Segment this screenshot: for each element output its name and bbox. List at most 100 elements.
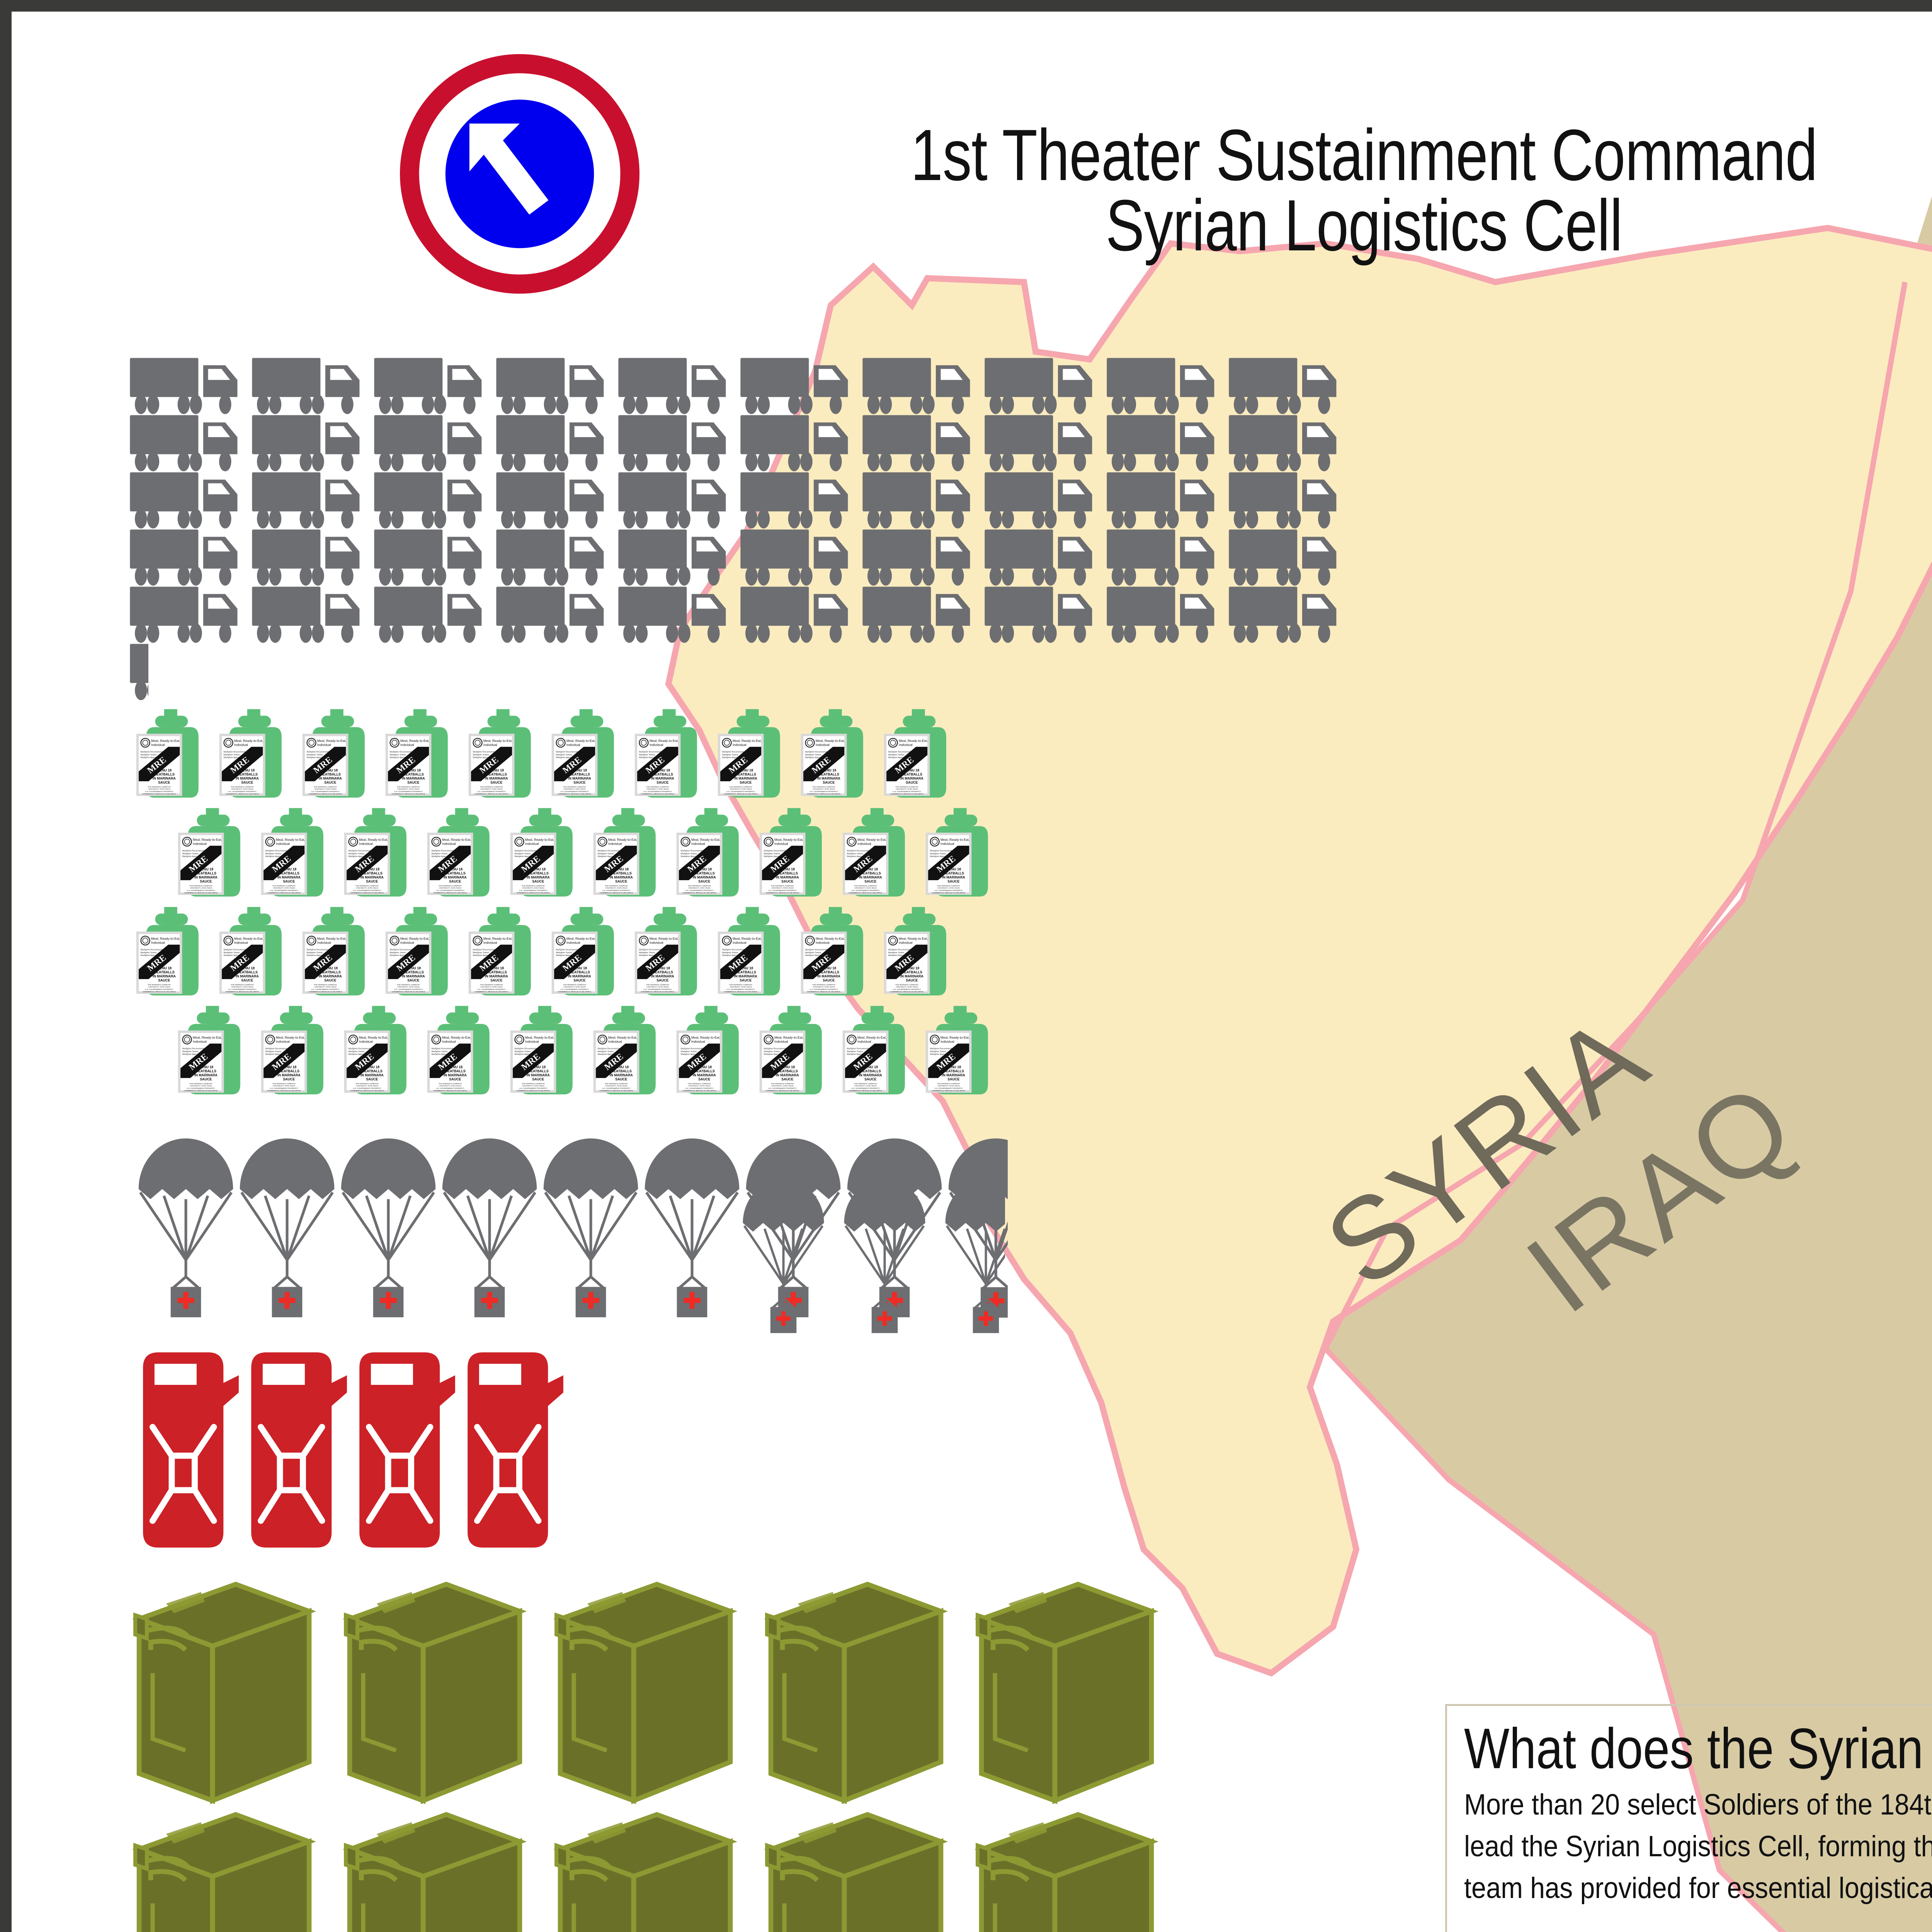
fuel-can-cell <box>243 1345 352 1561</box>
svg-text:SAUCE: SAUCE <box>158 978 170 982</box>
truck-icon <box>496 472 604 529</box>
svg-text:Warfighter Recommended,: Warfighter Recommended, <box>223 751 248 753</box>
svg-text:SAUCE: SAUCE <box>656 978 668 982</box>
svg-text:U.S. GOVERNMENT PROPERTY: U.S. GOVERNMENT PROPERTY <box>934 889 963 892</box>
svg-text:Warfighter Recommended,: Warfighter Recommended, <box>306 949 331 951</box>
svg-text:COMMERCIAL RESALE IS UNLAWFUL: COMMERCIAL RESALE IS UNLAWFUL <box>849 892 883 894</box>
svg-text:Individual: Individual <box>774 1040 788 1044</box>
svg-text:Warfighter Approved.™: Warfighter Approved.™ <box>597 1053 619 1056</box>
svg-text:IN MARINARA: IN MARINARA <box>734 975 757 978</box>
svg-text:SAUCE: SAUCE <box>449 879 461 883</box>
jerrycan-icon <box>143 1352 239 1548</box>
svg-text:MENU 18: MENU 18 <box>572 768 587 772</box>
truck-icon <box>862 587 970 643</box>
truck-icon <box>985 587 1092 643</box>
svg-text:COMMERCIAL RESALE IS UNLAWFUL: COMMERCIAL RESALE IS UNLAWFUL <box>392 991 425 993</box>
truck-cell <box>1104 527 1226 586</box>
svg-text:COMMERCIAL RESALE IS UNLAWFUL: COMMERCIAL RESALE IS UNLAWFUL <box>683 892 716 894</box>
mre-cell: Meal, Ready-to-Eat, Individual Warfighte… <box>588 1004 672 1100</box>
svg-text:Warfighter Recommended,: Warfighter Recommended, <box>182 850 206 852</box>
truck-icon <box>252 358 360 414</box>
svg-text:SAUCE: SAUCE <box>490 978 502 982</box>
svg-text:MEATBALLS: MEATBALLS <box>777 1069 798 1073</box>
svg-text:Warfighter Tested,: Warfighter Tested, <box>556 754 572 756</box>
svg-text:COMMERCIAL RESALE IS UNLAWFUL: COMMERCIAL RESALE IS UNLAWFUL <box>350 1090 384 1092</box>
road-sign-left-turn-icon <box>400 54 639 294</box>
svg-text:U.S. GOVERNMENT PROPERTY: U.S. GOVERNMENT PROPERTY <box>436 1087 464 1090</box>
truck-icon <box>1229 415 1337 471</box>
truck-icon <box>985 415 1092 471</box>
truck-icon <box>618 415 726 471</box>
ammo-can-cell <box>338 1807 549 1932</box>
svg-text:MENU 18: MENU 18 <box>780 1065 795 1069</box>
svg-text:Warfighter Approved.™: Warfighter Approved.™ <box>722 954 743 957</box>
svg-text:IN MARINARA: IN MARINARA <box>361 876 384 879</box>
svg-text:Individual: Individual <box>234 941 248 945</box>
mre-row: Meal, Ready-to-Eat, Individual Warfighte… <box>173 1004 1004 1100</box>
mre-cell: Meal, Ready-to-Eat, Individual Warfighte… <box>131 905 214 1002</box>
svg-text:THE WORNICK COMPANY: THE WORNICK COMPANY <box>355 885 379 887</box>
svg-text:IN MARINARA: IN MARINARA <box>485 777 508 781</box>
svg-text:THE WORNICK COMPANY: THE WORNICK COMPANY <box>854 1083 878 1085</box>
canteen-mre-icon: Meal, Ready-to-Eat, Individual Warfighte… <box>344 808 406 897</box>
svg-text:Warfighter Tested,: Warfighter Tested, <box>847 1051 863 1053</box>
svg-text:Warfighter Recommended,: Warfighter Recommended, <box>473 751 497 753</box>
svg-text:IN MARINARA: IN MARINARA <box>236 777 259 781</box>
svg-text:SAUCE: SAUCE <box>823 781 835 784</box>
svg-text:SAUCE: SAUCE <box>864 1077 876 1081</box>
svg-text:Warfighter Approved.™: Warfighter Approved.™ <box>847 1053 868 1056</box>
fuel-can-cell <box>460 1345 568 1561</box>
truck-icon <box>740 358 848 414</box>
canteen-mre-icon: Meal, Ready-to-Eat, Individual Warfighte… <box>718 907 780 996</box>
truck-icon <box>740 472 848 529</box>
svg-text:Individual: Individual <box>400 941 414 945</box>
mre-cell: Meal, Ready-to-Eat, Individual Warfighte… <box>256 806 339 903</box>
svg-text:Meal, Ready-to-Eat,: Meal, Ready-to-Eat, <box>525 1036 554 1039</box>
svg-text:Meal, Ready-to-Eat,: Meal, Ready-to-Eat, <box>733 937 762 940</box>
svg-text:COMMERCIAL RESALE IS UNLAWFUL: COMMERCIAL RESALE IS UNLAWFUL <box>226 793 259 795</box>
svg-text:Individual: Individual <box>317 743 331 747</box>
svg-text:MENU 18: MENU 18 <box>365 1065 380 1069</box>
svg-text:THE WORNICK COMPANY: THE WORNICK COMPANY <box>439 885 462 887</box>
svg-text:CINCINNATI, OHIO 45242: CINCINNATI, OHIO 45242 <box>937 887 960 889</box>
truck-cell <box>738 527 860 586</box>
title-line-1: 1st Theater Sustainment Command <box>910 114 1818 196</box>
svg-text:IN MARINARA: IN MARINARA <box>527 1073 550 1077</box>
svg-text:Warfighter Approved.™: Warfighter Approved.™ <box>888 757 909 759</box>
ammo-can-row <box>128 1577 1180 1804</box>
svg-text:MENU 18: MENU 18 <box>323 966 338 970</box>
mre-cell: Meal, Ready-to-Eat, Individual Warfighte… <box>422 806 505 903</box>
svg-text:MEATBALLS: MEATBALLS <box>735 772 756 776</box>
svg-text:SAUCE: SAUCE <box>906 781 918 784</box>
truck-icon <box>862 472 970 529</box>
info-box-title: What does the Syrian Logistics Cell Do? <box>1464 1717 1932 1781</box>
svg-text:Warfighter Tested,: Warfighter Tested, <box>431 853 448 855</box>
svg-text:CINCINNATI, OHIO 45242: CINCINNATI, OHIO 45242 <box>397 986 420 988</box>
svg-text:SAUCE: SAUCE <box>241 781 253 784</box>
svg-text:Warfighter Recommended,: Warfighter Recommended, <box>431 1048 456 1050</box>
svg-text:SAUCE: SAUCE <box>823 978 835 982</box>
svg-text:THE WORNICK COMPANY: THE WORNICK COMPANY <box>688 885 711 887</box>
svg-text:U.S. GOVERNMENT PROPERTY: U.S. GOVERNMENT PROPERTY <box>560 791 589 793</box>
svg-text:MENU 18: MENU 18 <box>448 1065 463 1069</box>
svg-text:U.S. GOVERNMENT PROPERTY: U.S. GOVERNMENT PROPERTY <box>477 988 506 991</box>
ammo-can-icon <box>974 1812 1159 1932</box>
truck-icon <box>374 529 482 586</box>
svg-text:CINCINNATI, OHIO 45242: CINCINNATI, OHIO 45242 <box>439 1085 461 1087</box>
truck-icon <box>1229 358 1337 414</box>
svg-text:Meal, Ready-to-Eat,: Meal, Ready-to-Eat, <box>691 838 720 842</box>
svg-text:U.S. GOVERNMENT PROPERTY: U.S. GOVERNMENT PROPERTY <box>810 791 838 793</box>
mre-cell: Meal, Ready-to-Eat, Individual Warfighte… <box>547 905 630 1002</box>
svg-text:IN MARINARA: IN MARINARA <box>485 975 508 978</box>
svg-text:CINCINNATI, OHIO 45242: CINCINNATI, OHIO 45242 <box>771 1085 794 1087</box>
canteen-mre-icon: Meal, Ready-to-Eat, Individual Warfighte… <box>551 709 614 798</box>
svg-text:MENU 18: MENU 18 <box>821 966 837 970</box>
svg-text:Individual: Individual <box>816 941 830 945</box>
svg-text:U.S. GOVERNMENT PROPERTY: U.S. GOVERNMENT PROPERTY <box>851 889 880 892</box>
svg-text:Meal, Ready-to-Eat,: Meal, Ready-to-Eat, <box>276 1036 305 1039</box>
svg-text:COMMERCIAL RESALE IS UNLAWFUL: COMMERCIAL RESALE IS UNLAWFUL <box>517 1090 550 1092</box>
svg-text:Individual: Individual <box>733 941 747 945</box>
truck-cell <box>738 584 860 643</box>
mre-cell: Meal, Ready-to-Eat, Individual Warfighte… <box>422 1004 505 1100</box>
svg-text:MEATBALLS: MEATBALLS <box>611 1069 632 1073</box>
